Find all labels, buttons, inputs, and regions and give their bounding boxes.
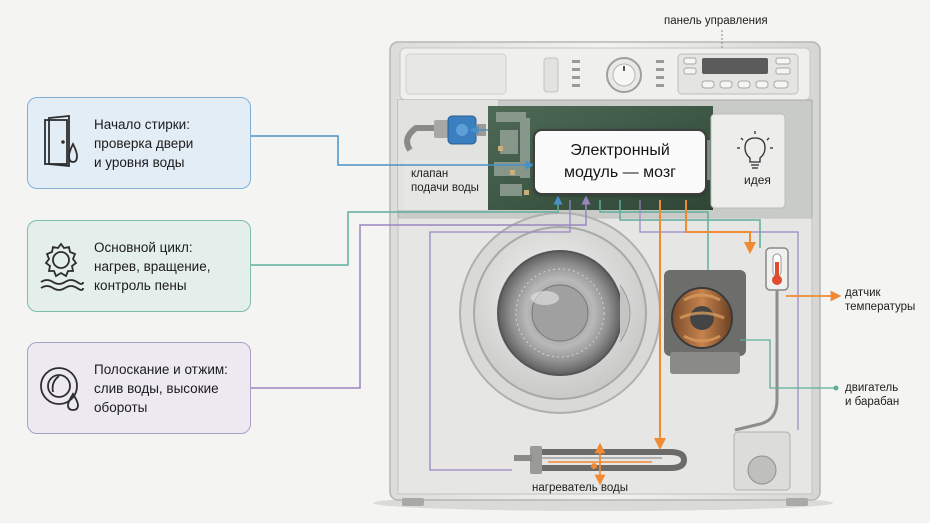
connector-temperature <box>685 200 756 254</box>
card-line: обороты <box>94 399 148 415</box>
label-idea: идея <box>744 173 771 187</box>
label-motor-line: двигатель <box>845 382 899 394</box>
card-line: нагрев, вращение, <box>94 258 211 274</box>
label-temp-line: датчик <box>845 287 881 299</box>
connector-card-1 <box>251 135 535 170</box>
connector-card-2 <box>251 195 563 266</box>
card-line: контроль пены <box>94 277 187 293</box>
card-line: Начало стирки: <box>94 116 190 132</box>
label-heater: нагреватель воды <box>532 482 629 494</box>
label-motor-line: и барабан <box>845 396 900 408</box>
brain-line: Электронный <box>570 142 670 159</box>
label-temp-sensor: датчик температуры <box>845 286 915 314</box>
label-temp-line: температуры <box>845 301 916 313</box>
card-line: слив воды, высокие <box>94 380 219 396</box>
connector-card-3 <box>251 195 591 389</box>
label-motor: двигатель и барабан <box>845 381 899 409</box>
control-display <box>702 58 768 74</box>
card-line: и уровня воды <box>94 154 185 170</box>
card-line: Полоскание и отжим: <box>94 361 228 377</box>
stage-card-main-cycle: Основной цикл: нагрев, вращение, контрол… <box>27 220 251 312</box>
gear-waves-icon <box>28 221 94 311</box>
drum-drop-icon <box>28 343 94 433</box>
label-valve-line: клапан <box>411 168 449 180</box>
card-line: Основной цикл: <box>94 239 193 255</box>
card-line: проверка двери <box>94 135 194 151</box>
lightbulb-icon <box>737 131 773 169</box>
stage-card-rinse-spin: Полоскание и отжим: слив воды, высокие о… <box>27 342 251 434</box>
label-valve-line: подачи воды <box>411 182 479 194</box>
label-valve: клапан подачи воды <box>411 167 479 195</box>
electronic-module-box: Электронный модуль — мозг <box>533 129 707 195</box>
stage-card-start: Начало стирки: проверка двери и уровня в… <box>27 97 251 189</box>
door-water-icon <box>28 98 94 188</box>
label-control-panel: панель управления <box>664 15 768 27</box>
brain-line: модуль — мозг <box>564 164 676 181</box>
